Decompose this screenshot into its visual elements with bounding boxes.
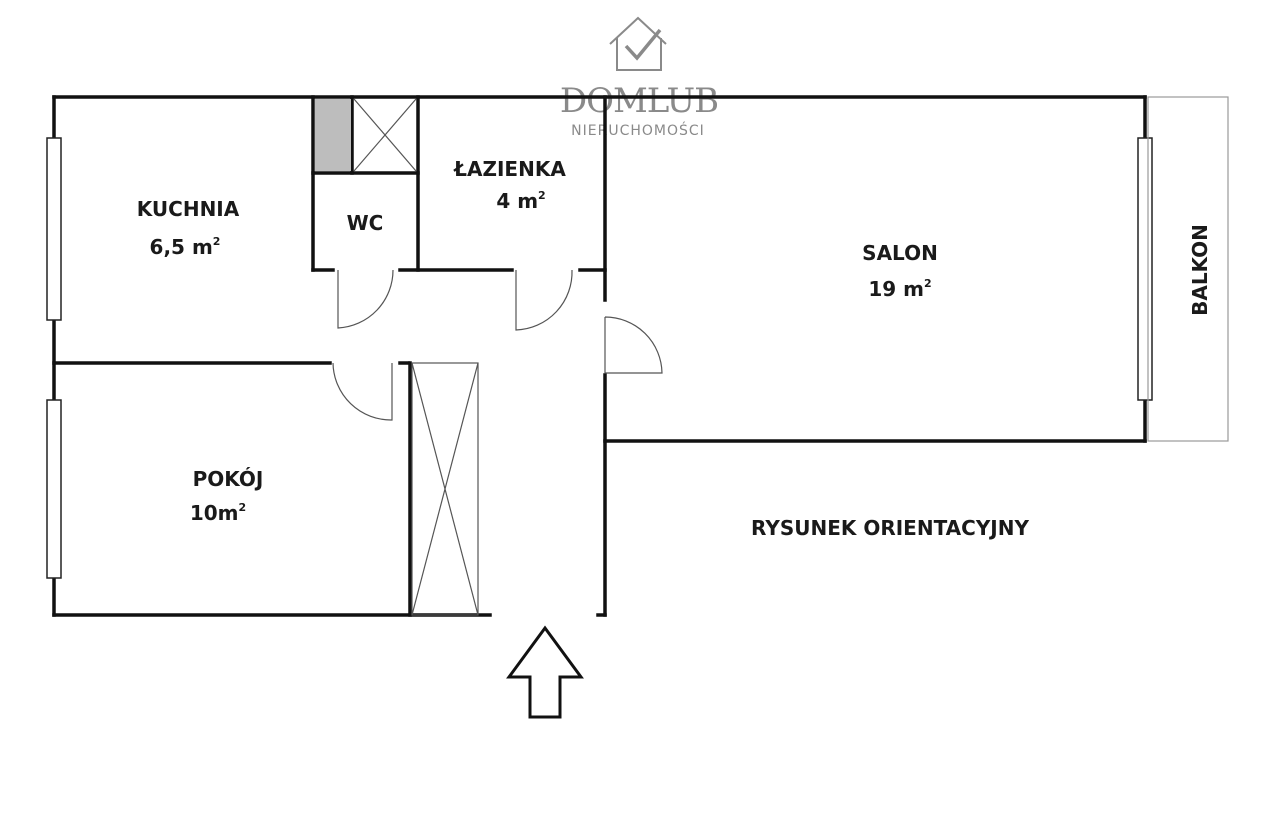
pokoj-area: 10m2 bbox=[190, 501, 246, 525]
balcony-outline bbox=[1147, 96, 1229, 442]
balkon-label: BALKON bbox=[1188, 224, 1212, 316]
lazienka-area: 4 m2 bbox=[496, 189, 545, 213]
house-check-icon bbox=[609, 16, 667, 71]
wardrobe bbox=[411, 362, 479, 616]
logo-tagline: NIERUCHOMOŚCI bbox=[571, 121, 705, 139]
salon-area: 19 m2 bbox=[868, 277, 931, 301]
kuchnia-label: KUCHNIA bbox=[137, 197, 240, 221]
drawing-note: RYSUNEK ORIENTACYJNY bbox=[751, 516, 1029, 540]
door-pokoj bbox=[332, 362, 393, 421]
door-wc bbox=[337, 269, 394, 329]
door-lazienka bbox=[515, 269, 573, 331]
window-pokoj bbox=[46, 399, 62, 579]
wc-label: WC bbox=[347, 211, 384, 235]
door-salon bbox=[604, 316, 663, 374]
window-kuchnia bbox=[46, 137, 62, 321]
window-salon bbox=[1137, 137, 1153, 401]
pokoj-label: POKÓJ bbox=[193, 467, 264, 491]
doors bbox=[332, 269, 663, 421]
lazienka-label: ŁAZIENKA bbox=[453, 157, 566, 181]
kuchnia-area: 6,5 m2 bbox=[150, 235, 221, 259]
shaft-filled bbox=[315, 99, 351, 171]
logo-name: DOMLUB bbox=[560, 81, 718, 121]
entrance-arrow-icon bbox=[506, 625, 584, 719]
ventilation-shaft bbox=[353, 98, 417, 172]
salon-label: SALON bbox=[862, 241, 938, 265]
domlub-logo: DOMLUB NIERUCHOMOŚCI bbox=[560, 16, 719, 139]
